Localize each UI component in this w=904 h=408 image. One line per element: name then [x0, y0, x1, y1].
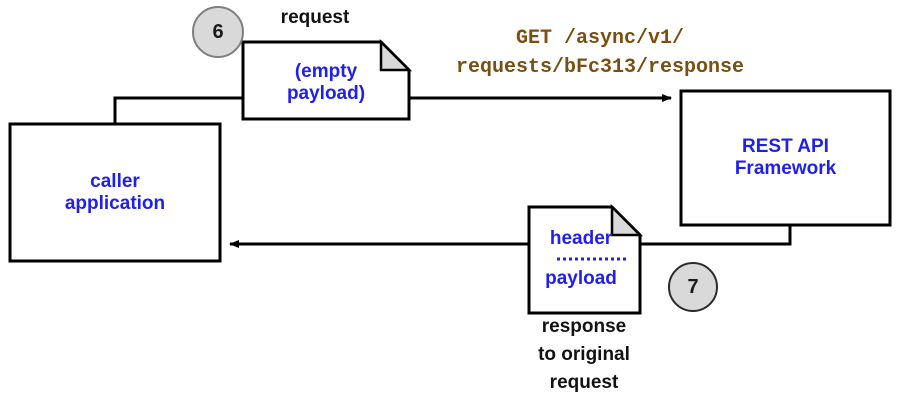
request-url-line2: requests/bFc313/response	[455, 56, 745, 79]
response-caption-line1: response	[541, 316, 627, 337]
response-caption-line3: request	[549, 372, 619, 393]
request-document-label-line2: payload)	[286, 82, 366, 104]
caller-application-label-line1: caller	[90, 170, 140, 192]
request-document-label-line1: (empty	[294, 60, 358, 82]
node-caller-application-shape	[8, 122, 222, 263]
step-badge-6: 6	[192, 6, 244, 58]
edge-rest-api-to-response-doc	[640, 225, 792, 246]
response-document-header-label: header	[549, 228, 613, 249]
node-request-document: (empty payload)	[243, 46, 409, 119]
node-request-document-shape	[241, 38, 413, 121]
response-document-payload-label: payload	[545, 268, 617, 289]
step-badge-7: 7	[668, 262, 718, 312]
response-caption-line2: to original	[538, 344, 630, 365]
edge-caller-to-request-doc	[113, 96, 243, 124]
rest-api-label-line2: Framework	[734, 158, 837, 179]
request-url-line1: GET /async/v1/	[515, 27, 685, 50]
rest-api-label-line1: REST API	[742, 136, 829, 157]
node-rest-api-framework: REST API Framework	[681, 91, 890, 225]
node-rest-api-framework-shape	[679, 89, 892, 227]
caller-application-label-line2: application	[64, 192, 166, 214]
node-caller-application: caller application	[10, 124, 220, 261]
request-caption: request	[280, 7, 350, 28]
node-response-document-shape	[527, 203, 644, 315]
